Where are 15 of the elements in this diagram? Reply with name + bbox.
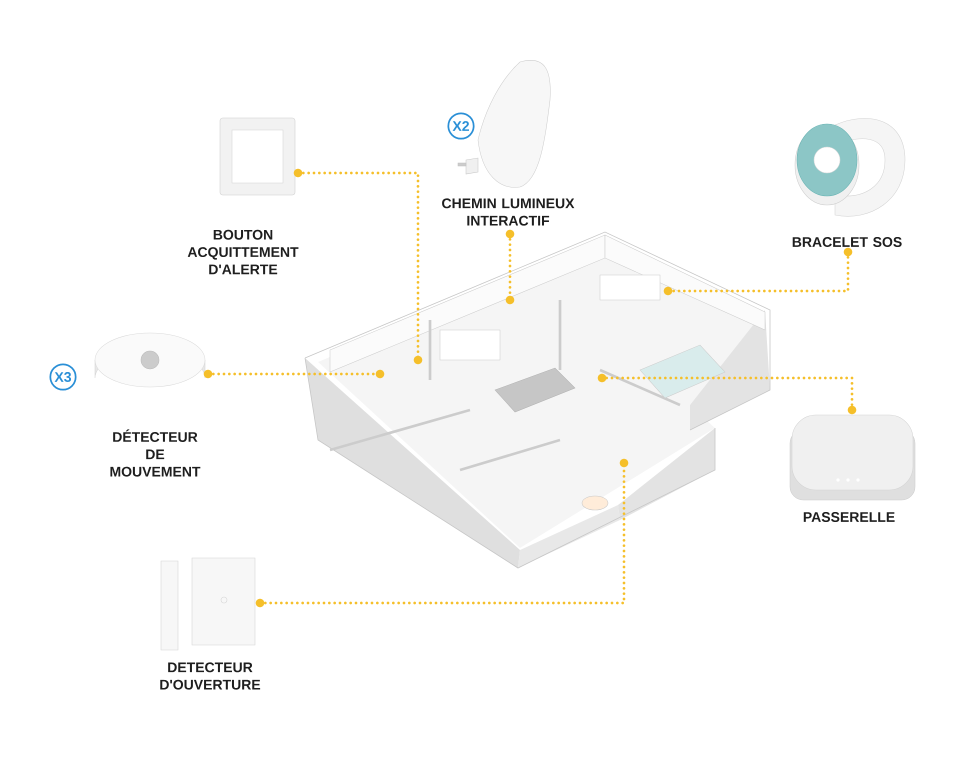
leader-line (204, 370, 384, 378)
device-label: CHEMIN LUMINEUX INTERACTIF (442, 198, 574, 226)
device-label: DÉTECTEUR DE MOUVEMENT (110, 429, 200, 477)
leader-line (294, 168, 422, 364)
apartment-drawing (304, 232, 770, 568)
device-label: BRACELET SOS (792, 237, 902, 247)
quantity-badge: X3 (49, 363, 77, 391)
device-label: BOUTON ACQUITTEMENT D'ALERTE (188, 230, 298, 274)
leader-line (256, 458, 628, 608)
quantity-badge: X2 (447, 112, 475, 140)
leader-line (598, 374, 856, 414)
leader-line (664, 248, 852, 296)
device-label: DETECTEUR D'OUVERTURE (160, 662, 260, 690)
leader-line (506, 230, 514, 304)
device-label: PASSERELLE (804, 512, 895, 522)
